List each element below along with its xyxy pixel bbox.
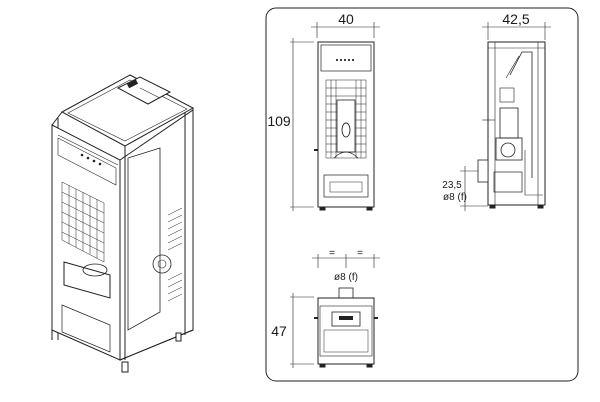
- lower-drawer: [61, 304, 111, 353]
- fan-motor: [152, 254, 172, 274]
- side-view-body: [487, 41, 546, 206]
- top-view: [290, 254, 380, 368]
- isometric-stove-view: [51, 74, 195, 373]
- mesh-grille: [61, 181, 105, 263]
- top-equal-mark-right: =: [357, 248, 363, 259]
- rear-flue-outlet: [477, 159, 489, 183]
- side-view: [460, 22, 551, 211]
- front-width-label: 40: [338, 11, 354, 27]
- side-outlet-height-label: 23,5: [442, 180, 462, 191]
- top-depth-label: 47: [271, 323, 287, 339]
- top-equal-mark-left: =: [329, 248, 335, 259]
- dimensions-frame: [265, 7, 579, 382]
- top-view-body: [317, 297, 375, 365]
- top-flue-outlet: [338, 287, 354, 299]
- side-depth-label: 42,5: [502, 11, 529, 27]
- side-view-fan: [500, 142, 516, 158]
- front-view: [290, 22, 380, 211]
- front-height-label: 109: [267, 113, 291, 129]
- side-outlet-diameter-label: ø8 (f): [443, 192, 467, 203]
- top-outlet-diameter-label: ø8 (f): [334, 272, 358, 283]
